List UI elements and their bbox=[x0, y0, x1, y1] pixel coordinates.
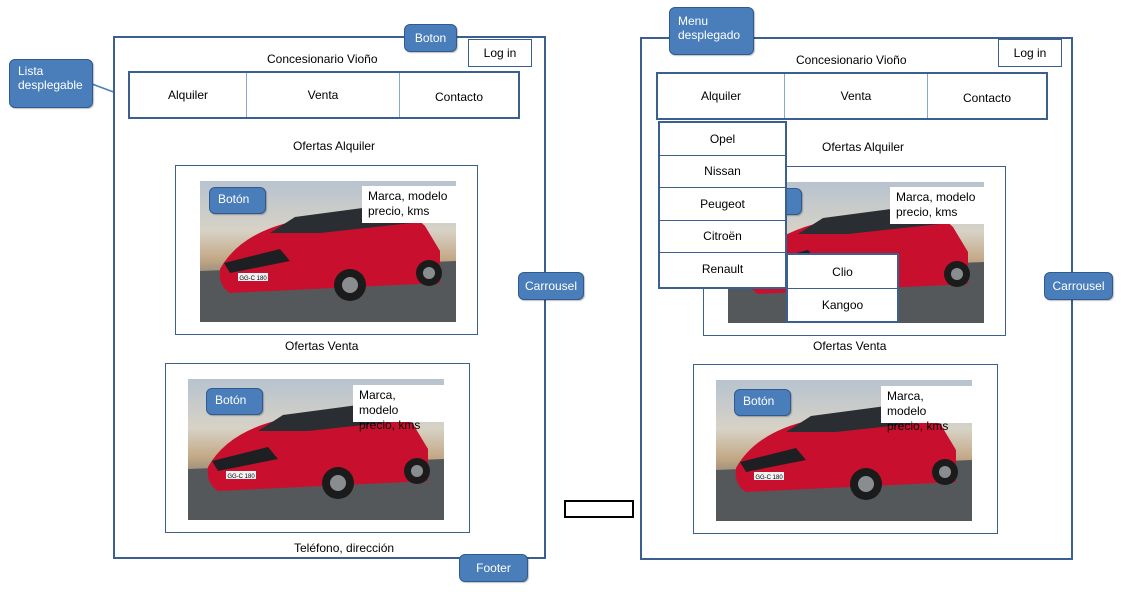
car-info-line2: precio, kms bbox=[896, 205, 958, 219]
card-button-label: Botón bbox=[218, 192, 250, 206]
section-title-venta: Ofertas Venta bbox=[285, 339, 359, 353]
callout-carrousel: Carrousel bbox=[518, 272, 584, 300]
car-plate: GG-C 180 bbox=[755, 475, 783, 481]
section-title-alquiler: Ofertas Alquiler bbox=[293, 139, 376, 153]
login-label: Log in bbox=[1013, 45, 1047, 60]
card-button-label: Botón bbox=[743, 394, 775, 408]
dropdown-item-renault[interactable]: Renault bbox=[701, 262, 744, 277]
site-title: Concesionario Vioño bbox=[267, 52, 378, 66]
brand-dropdown-menu: Opel Nissan Peugeot Citroën Renault bbox=[658, 121, 787, 289]
section-title-venta: Ofertas Venta bbox=[813, 339, 887, 353]
dropdown-item-peugeot[interactable]: Peugeot bbox=[660, 188, 785, 221]
car-image: GG-C 180 bbox=[200, 181, 456, 322]
car-info-line1: Marca, modelo bbox=[896, 190, 976, 204]
renault-submenu: Clio Kangoo bbox=[786, 253, 899, 323]
car-plate: GG-C 180 bbox=[239, 276, 267, 282]
site-title: Concesionario Vioño bbox=[796, 53, 907, 67]
callout-lista-label: Lista desplegable bbox=[18, 64, 83, 92]
dropdown-item-citroen[interactable]: Citroën bbox=[660, 221, 785, 253]
car-info-line1: Marca, modelo bbox=[368, 189, 448, 203]
nav-item-alquiler[interactable]: Alquiler bbox=[167, 88, 209, 102]
section-title-alquiler: Ofertas Alquiler bbox=[822, 140, 905, 154]
callout-carrousel: Carrousel bbox=[1044, 272, 1113, 300]
car-info: Marca, modelo precio, kms bbox=[881, 386, 972, 433]
car-info-line1: Marca, modelo bbox=[887, 389, 927, 418]
nav-item-venta[interactable]: Venta bbox=[246, 73, 399, 117]
callout-footer: Footer bbox=[459, 554, 528, 582]
nav-bar: Alquiler Venta Contacto bbox=[128, 71, 520, 119]
car-info-line1: Marca, modelo bbox=[359, 388, 399, 417]
nav-bar: Alquiler Venta Contacto bbox=[656, 72, 1048, 120]
card-button[interactable]: Botón bbox=[209, 187, 266, 214]
callout-lista-desplegable: Lista desplegable bbox=[9, 59, 93, 108]
callout-carrousel-label: Carrousel bbox=[524, 279, 578, 293]
submenu-item-kangoo[interactable]: Kangoo bbox=[788, 288, 897, 321]
card-button-label: Botón bbox=[215, 393, 247, 407]
submenu-item-clio[interactable]: Clio bbox=[832, 264, 853, 279]
callout-menu-desplegado: Menu desplegado bbox=[669, 7, 754, 55]
dropdown-item-nissan[interactable]: Nissan bbox=[660, 156, 785, 188]
car-info: Marca, modelo precio, kms bbox=[353, 385, 444, 432]
nav-item-venta[interactable]: Venta bbox=[784, 74, 927, 118]
login-button[interactable]: Log in bbox=[998, 39, 1062, 67]
card-button[interactable]: Botón bbox=[734, 389, 791, 416]
card-button[interactable]: Botón bbox=[206, 388, 263, 415]
car-info-line2: precio, kms bbox=[368, 204, 430, 218]
callout-carrousel-label: Carrousel bbox=[1052, 279, 1105, 293]
nav-item-contacto[interactable]: Contacto bbox=[399, 73, 518, 117]
dropdown-item-opel[interactable]: Opel bbox=[660, 123, 785, 156]
car-info: Marca, modelo precio, kms bbox=[362, 186, 456, 223]
callout-boton: Boton bbox=[404, 24, 457, 52]
nav-item-alquiler[interactable]: Alquiler bbox=[700, 89, 742, 103]
callout-footer-label: Footer bbox=[476, 561, 511, 575]
separator-rectangle bbox=[564, 500, 634, 518]
nav-item-contacto[interactable]: Contacto bbox=[927, 74, 1046, 118]
car-plate: GG-C 180 bbox=[227, 474, 255, 480]
car-info: Marca, modelo precio, kms bbox=[890, 187, 984, 224]
car-info-line2: precio, kms bbox=[359, 418, 421, 432]
callout-menu-label: Menu desplegado bbox=[678, 14, 741, 42]
login-button[interactable]: Log in bbox=[468, 39, 532, 67]
car-image: GG-C 180 bbox=[188, 379, 444, 520]
callout-boton-label: Boton bbox=[414, 31, 447, 45]
login-label: Log in bbox=[483, 45, 517, 60]
car-info-line2: precio, kms bbox=[887, 419, 949, 433]
footer-text: Teléfono, dirección bbox=[294, 541, 395, 555]
